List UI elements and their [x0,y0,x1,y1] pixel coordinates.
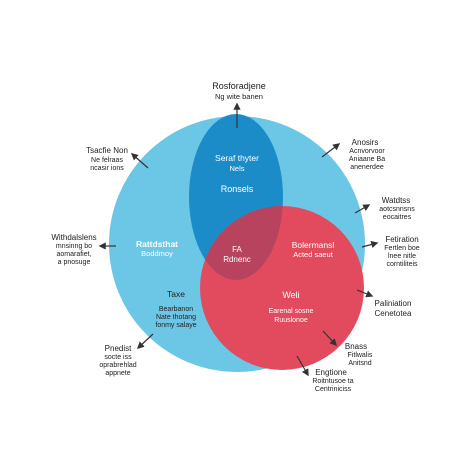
ellipse-top-line2: Nels [229,164,244,173]
overlap-line2: Rdnenc [223,255,251,264]
outer-bottom-line2: Nate thotang [156,314,196,321]
annot-bottom-left-line3: oprabrehlad [99,362,136,369]
outer-bottom-line1: Bearbanon [159,306,193,313]
red-top-line1: Bolermansl [292,240,335,250]
annot-left-line1: Withdalslens [51,233,96,242]
annot-bottom-left-line4: appnete [105,370,130,377]
annot-top-left-line1: Tsacfie Non [86,146,128,155]
annot-top-right-line4: anenerdee [350,164,384,171]
annot-bottom-right-b-line2: Roitntusoe ta [312,378,353,385]
annot-bottom-left-line2: socte iss [104,354,132,361]
annot-bottom-right-a-line1: Bnass [345,342,367,351]
outer-bottom-title: Taxe [167,289,185,299]
annot-bottom-right-b-line3: Centriniciss [315,386,352,393]
annot-left-line3: aomarafiet, [56,251,91,258]
annot-bottom-right-a-line3: Anitsnd [348,360,371,367]
ellipse-top-line1: Seraf thyter [215,153,259,163]
annot-top-line1: Rosforadjene [212,81,266,91]
annot-right-line2: Fertlen boe [384,245,420,252]
red-center-line1: Earenal sosne [269,308,314,315]
red-top-line2: Acted saeut [293,250,334,259]
annot-right-upper-line2: aotcsnnsns [379,206,415,213]
arrow-bottom-right-b [296,355,309,377]
arrow-right-upper [354,204,371,214]
annot-left-line4: a pnosuge [58,259,91,266]
annot-right-upper-line1: Watdtss [382,196,411,205]
annot-right-line4: corntiliteis [386,261,418,268]
annot-right-upper-line3: eocaitres [383,214,412,221]
arrows [98,102,379,377]
annot-right-line3: lnee nitle [388,253,416,260]
overlap-region [200,206,283,280]
arrow-right-lower [356,289,374,298]
red-center-title: Weli [282,290,299,300]
outer-left-line1: Rattdsthat [136,239,178,249]
outer-left-line2: Boddmoy [141,249,173,258]
annot-right-line1: Fetiration [385,235,418,244]
annot-bottom-left-line1: Pnedist [105,344,132,353]
annot-bottom-right-a-line2: Fitlwalis [348,352,373,359]
annot-top-line2: Ng wite banen [215,92,263,101]
outer-bottom-line3: fonmy salaye [155,322,196,329]
annot-right-lower-line1: Paliniation [375,299,412,308]
arrow-right [361,241,379,248]
annot-top-right-line2: Acnvorvoor [349,148,385,155]
arrow-bottom-right-a [322,330,337,347]
annot-right-lower-line2: Cenetotea [375,309,412,318]
annot-top-right-line1: Anosirs [352,138,379,147]
annot-top-left-line2: Ne felraas [91,157,123,164]
annot-bottom-right-b-line1: Engtione [315,368,347,377]
annot-left-line2: mnsinng bo [56,243,92,250]
arrow-bottom-left [136,333,154,349]
overlap-line1: FA [232,245,242,254]
annot-top-right-line3: Aniaane Ba [349,156,385,163]
ellipse-mid-label: Ronsels [221,184,254,194]
arrow-top-left [130,153,149,169]
red-center-line2: Ruuslonoe [274,317,308,324]
arrow-top-right [321,143,341,158]
annot-top-left-line3: ncasir ions [90,165,124,172]
